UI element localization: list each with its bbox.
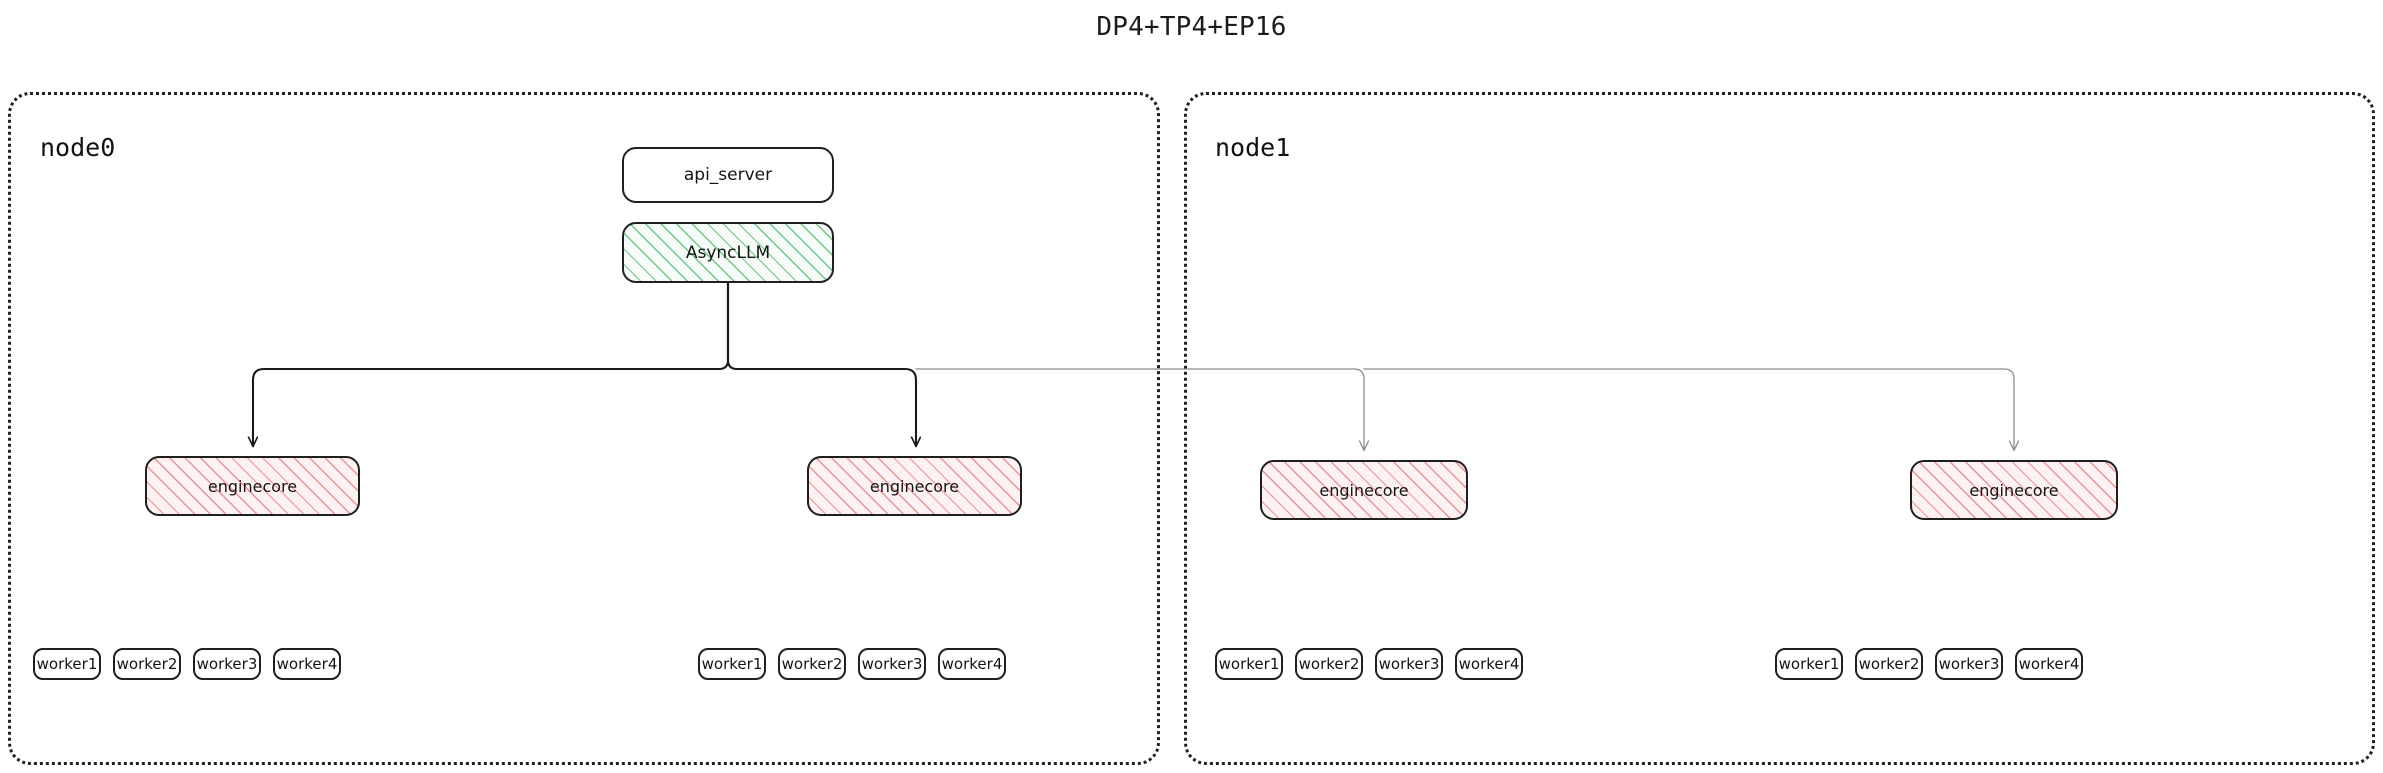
worker-node-node1-g0-worker3-label: worker3 <box>1378 655 1440 673</box>
worker-node-node0-g1-worker3-label: worker3 <box>861 655 923 673</box>
worker-node-node1-g1-worker3-label: worker3 <box>1938 655 2000 673</box>
worker-node-node0-g1-worker1[interactable]: worker1 <box>698 648 766 680</box>
worker-node-node0-g0-worker2[interactable]: worker2 <box>113 648 181 680</box>
worker-node-node1-g1-worker1-label: worker1 <box>1778 655 1840 673</box>
api-server-node[interactable]: api_server <box>622 147 834 203</box>
worker-node-node1-g0-worker3[interactable]: worker3 <box>1375 648 1443 680</box>
cluster-label-node1: node1 <box>1215 133 1291 162</box>
worker-node-node0-g1-worker1-label: worker1 <box>701 655 763 673</box>
enginecore-node-node0-ec1[interactable]: enginecore <box>807 456 1022 516</box>
worker-node-node1-g0-worker1[interactable]: worker1 <box>1215 648 1283 680</box>
worker-node-node0-g0-worker1[interactable]: worker1 <box>33 648 101 680</box>
worker-node-node1-g0-worker1-label: worker1 <box>1218 655 1280 673</box>
worker-node-node1-g0-worker2-label: worker2 <box>1298 655 1360 673</box>
worker-node-node0-g0-worker3-label: worker3 <box>196 655 258 673</box>
api-server-node-label: api_server <box>683 165 773 185</box>
worker-node-node0-g1-worker4-label: worker4 <box>941 655 1003 673</box>
worker-node-node1-g1-worker3[interactable]: worker3 <box>1935 648 2003 680</box>
enginecore-node-node1-ec1-label: enginecore <box>1969 480 2059 500</box>
worker-node-node0-g0-worker2-label: worker2 <box>116 655 178 673</box>
worker-node-node0-g1-worker2-label: worker2 <box>781 655 843 673</box>
worker-node-node0-g0-worker1-label: worker1 <box>36 655 98 673</box>
worker-node-node0-g1-worker3[interactable]: worker3 <box>858 648 926 680</box>
worker-node-node1-g1-worker4[interactable]: worker4 <box>2015 648 2083 680</box>
enginecore-node-node0-ec0[interactable]: enginecore <box>145 456 360 516</box>
async-llm-node[interactable]: AsyncLLM <box>622 222 834 283</box>
enginecore-node-node1-ec0-label: enginecore <box>1319 480 1409 500</box>
worker-node-node1-g0-worker4-label: worker4 <box>1458 655 1520 673</box>
enginecore-node-node0-ec0-label: enginecore <box>207 476 298 496</box>
enginecore-node-node1-ec1[interactable]: enginecore <box>1910 460 2118 520</box>
page-title: DP4+TP4+EP16 <box>1096 12 1287 42</box>
enginecore-node-node0-ec1-label: enginecore <box>869 476 960 496</box>
worker-node-node1-g1-worker2-label: worker2 <box>1858 655 1920 673</box>
worker-node-node0-g0-worker3[interactable]: worker3 <box>193 648 261 680</box>
worker-node-node1-g1-worker2[interactable]: worker2 <box>1855 648 1923 680</box>
worker-node-node0-g1-worker4[interactable]: worker4 <box>938 648 1006 680</box>
worker-node-node1-g1-worker1[interactable]: worker1 <box>1775 648 1843 680</box>
worker-node-node1-g1-worker4-label: worker4 <box>2018 655 2080 673</box>
enginecore-node-node1-ec0[interactable]: enginecore <box>1260 460 1468 520</box>
worker-node-node0-g0-worker4-label: worker4 <box>276 655 338 673</box>
worker-node-node1-g0-worker2[interactable]: worker2 <box>1295 648 1363 680</box>
cluster-label-node0: node0 <box>40 133 116 162</box>
worker-node-node1-g0-worker4[interactable]: worker4 <box>1455 648 1523 680</box>
worker-node-node0-g1-worker2[interactable]: worker2 <box>778 648 846 680</box>
async-llm-node-label: AsyncLLM <box>685 242 771 263</box>
worker-node-node0-g0-worker4[interactable]: worker4 <box>273 648 341 680</box>
